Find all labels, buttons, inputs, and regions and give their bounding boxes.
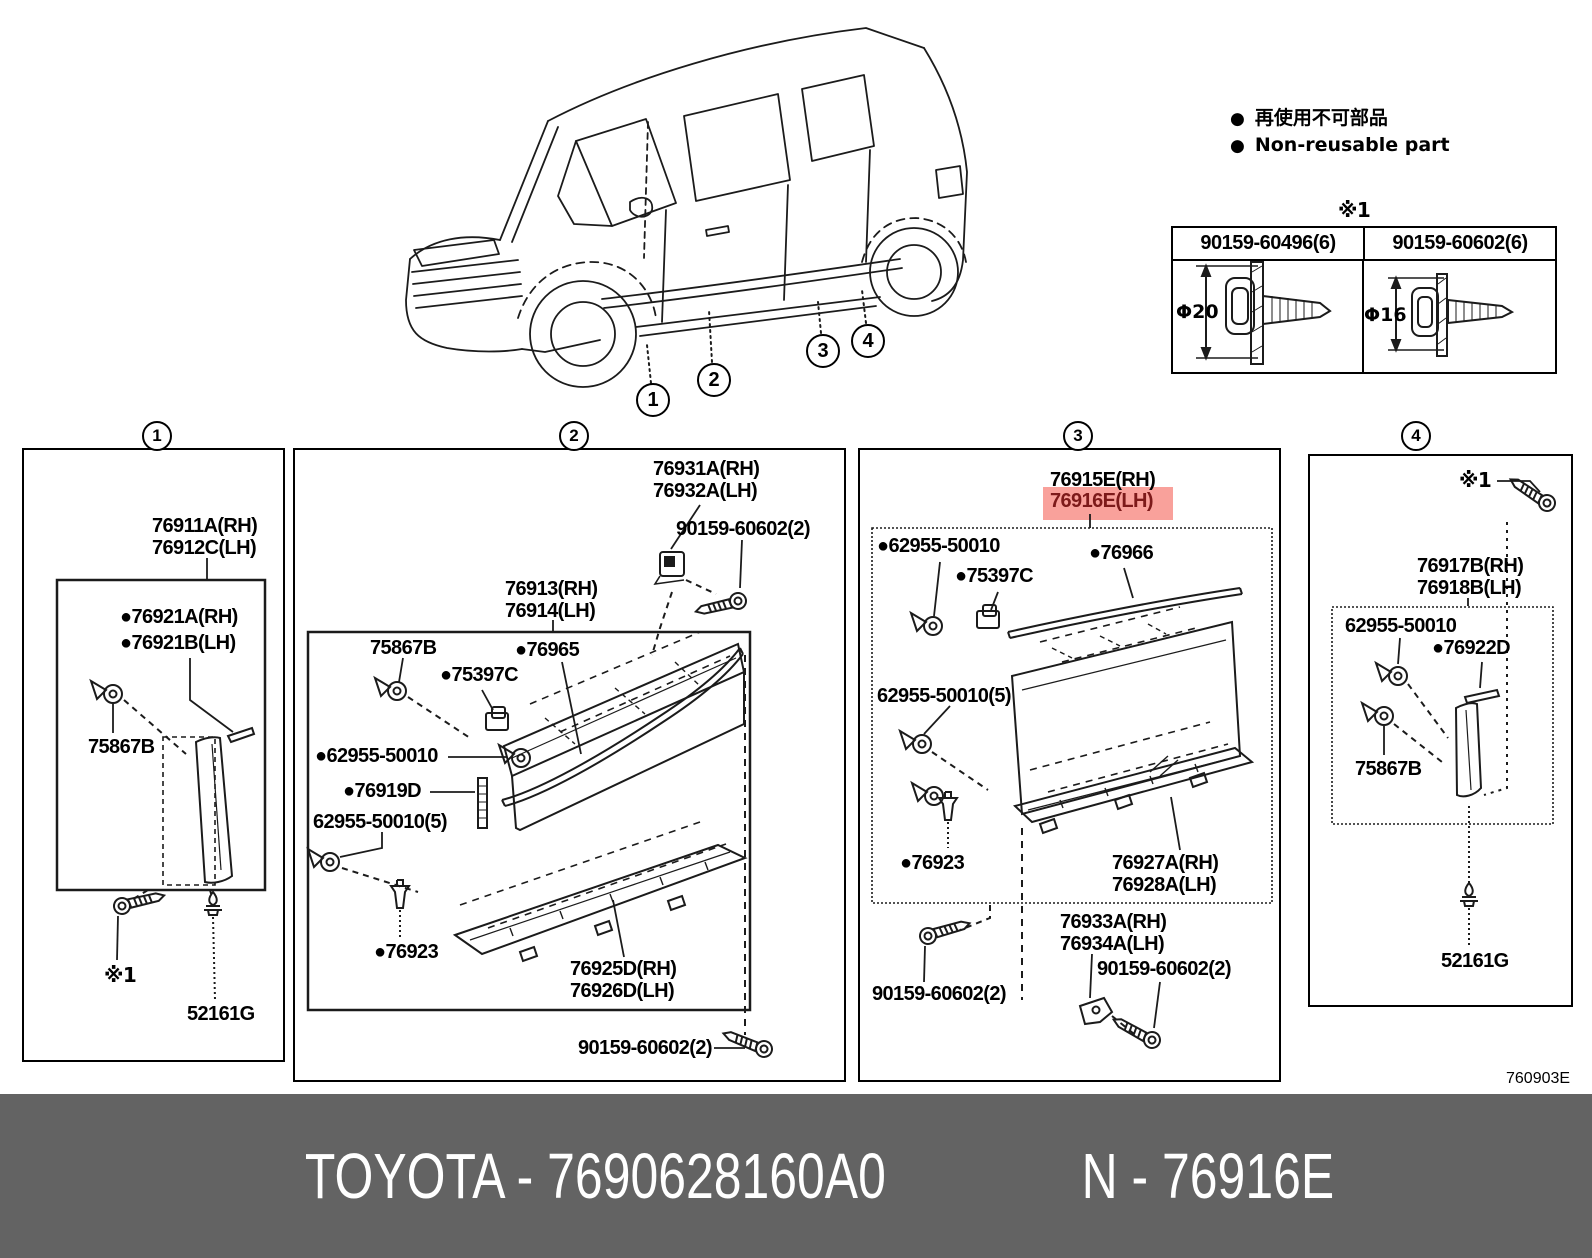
ref-mark-label: ※1 xyxy=(104,963,137,987)
part-label: 76933A(RH) xyxy=(1060,911,1167,933)
part-label: 76927A(RH) xyxy=(1112,852,1219,874)
van-callout-1: 1 xyxy=(636,383,670,417)
part-label: 76934A(LH) xyxy=(1060,933,1165,955)
part-label: 76914(LH) xyxy=(505,600,596,622)
panel3-art xyxy=(871,514,1273,1052)
van-callout-3: 3 xyxy=(806,334,840,368)
selected-part-highlight xyxy=(1043,487,1173,520)
part-label: 62955-50010 xyxy=(1345,615,1457,637)
part-label: ●76965 xyxy=(515,639,580,661)
part-label: 90159-60602(2) xyxy=(578,1037,713,1059)
part-label: ●76921B(LH) xyxy=(120,632,236,654)
vehicle-line-drawing xyxy=(405,27,968,388)
part-label: ●76921A(RH) xyxy=(120,606,238,628)
part-label: 76917B(RH) xyxy=(1417,555,1524,577)
table-ref-mark: ※1 xyxy=(1338,198,1371,222)
panel-callout-2: 2 xyxy=(559,421,589,451)
part-label: 52161G xyxy=(187,1003,255,1025)
part-label: 76915E(RH) xyxy=(1050,469,1156,491)
part-label: 76913(RH) xyxy=(505,578,598,600)
part-label: 52161G xyxy=(1441,950,1509,972)
detail-panel-4 xyxy=(1308,454,1573,1007)
part-label: 90159-60602(2) xyxy=(1097,958,1232,980)
detail-panel-3 xyxy=(858,448,1281,1082)
panel-callout-3: 3 xyxy=(1063,421,1093,451)
part-label: 90159-60602(2) xyxy=(676,518,811,540)
van-callout-2: 2 xyxy=(697,363,731,397)
fastener-table-art xyxy=(1196,261,1515,365)
legend-jp: ●再使用不可部品 xyxy=(1230,107,1388,129)
banner-full-part-number: TOYOTA - 7690628160A0 xyxy=(304,1140,886,1212)
panel4-art xyxy=(1331,475,1560,946)
part-label: ●76923 xyxy=(900,852,965,874)
non-reusable-bullet-icon: ● xyxy=(1230,136,1245,156)
part-label: ●76922D xyxy=(1432,637,1511,659)
van-callout-4: 4 xyxy=(851,324,885,358)
non-reusable-bullet-icon: ● xyxy=(1230,109,1245,129)
banner-short-part-number: N - 76916E xyxy=(1081,1140,1334,1212)
part-label: 62955-50010(5) xyxy=(313,811,448,833)
part-label: ●62955-50010 xyxy=(315,745,438,767)
ref-mark-label: ※1 xyxy=(1459,468,1492,492)
figure-code: 760903E xyxy=(1506,1070,1571,1087)
part-label: 76932A(LH) xyxy=(653,480,758,502)
selected-part-label[interactable]: 76916E(LH) xyxy=(1050,490,1154,512)
part-label: 76912C(LH) xyxy=(152,537,257,559)
part-label: 75867B xyxy=(370,637,437,659)
part-label: ●76923 xyxy=(374,941,439,963)
panel2-art xyxy=(306,504,775,1060)
panel-callout-4: 4 xyxy=(1401,421,1431,451)
legend-en: ●Non-reusable part xyxy=(1230,134,1450,156)
part-label: ●76919D xyxy=(343,780,422,802)
part-label: 62955-50010(5) xyxy=(877,685,1012,707)
fastener-part-number: 90159-60602(6) xyxy=(1392,232,1528,254)
part-label: 76911A(RH) xyxy=(152,515,258,537)
part-label: 76931A(RH) xyxy=(653,458,760,480)
panel1-art xyxy=(55,558,267,1001)
part-label: 76926D(LH) xyxy=(570,980,675,1002)
fastener-part-number: 90159-60496(6) xyxy=(1173,228,1365,259)
part-label: 90159-60602(2) xyxy=(872,983,1007,1005)
diameter-label: Φ20 xyxy=(1176,301,1219,323)
panel-callout-1: 1 xyxy=(142,421,172,451)
diameter-label: Φ16 xyxy=(1364,304,1407,326)
part-label: 75867B xyxy=(88,736,155,758)
part-number-banner: TOYOTA - 7690628160A0 N - 76916E xyxy=(0,1094,1592,1258)
part-label: ●62955-50010 xyxy=(877,535,1000,557)
fastener-table: 90159-60496(6) 90159-60602(6) xyxy=(1171,226,1557,374)
part-label: 76928A(LH) xyxy=(1112,874,1217,896)
part-label: ●75397C xyxy=(955,565,1034,587)
part-label: ●75397C xyxy=(440,664,519,686)
part-label: 76925D(RH) xyxy=(570,958,677,980)
part-label: ●76966 xyxy=(1089,542,1154,564)
part-label: 75867B xyxy=(1355,758,1422,780)
part-label: 76918B(LH) xyxy=(1417,577,1522,599)
